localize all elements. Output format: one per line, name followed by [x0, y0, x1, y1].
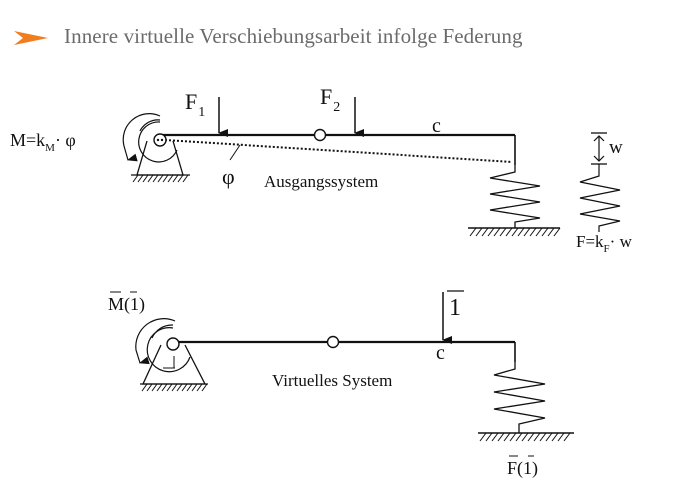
unit-load-label: 1 [449, 295, 461, 321]
virtual-point-c-label: c [436, 342, 445, 364]
angle-label: φ [222, 164, 235, 189]
spring-force-formula: F=kF· w [576, 232, 633, 255]
point-c-label: c [432, 115, 441, 137]
system-label-original: Ausgangssystem [264, 172, 378, 191]
top-system: φ F1 F2 c M=kM· φ Ausgangssystem [10, 84, 633, 255]
virtual-moment-label: M(1) [108, 294, 145, 315]
deflection-w-label: w [609, 137, 623, 158]
force-f1-label: F1 [185, 89, 205, 120]
virtual-rotational-support [135, 318, 208, 392]
virtual-spring-force-label: F(1) [507, 458, 538, 479]
force-f2-label: F2 [320, 84, 340, 115]
spring-detail: w F=kF· w [576, 132, 633, 255]
virtual-linear-spring [478, 362, 574, 442]
virtual-system: M(1) 1 c Virtuelles System [108, 290, 574, 479]
linear-spring [468, 165, 561, 237]
arrow-bullet-icon [14, 31, 48, 45]
deflected-line [164, 139, 513, 163]
page-title: Innere virtuelle Verschiebungsarbeit inf… [64, 24, 523, 48]
moment-formula: M=kM· φ [10, 130, 76, 154]
hinge-joint [313, 128, 327, 142]
virtual-hinge-joint [326, 335, 340, 349]
rotational-spring-support [122, 113, 190, 183]
angle-indicator-line [229, 144, 241, 161]
system-label-virtual: Virtuelles System [272, 371, 392, 390]
